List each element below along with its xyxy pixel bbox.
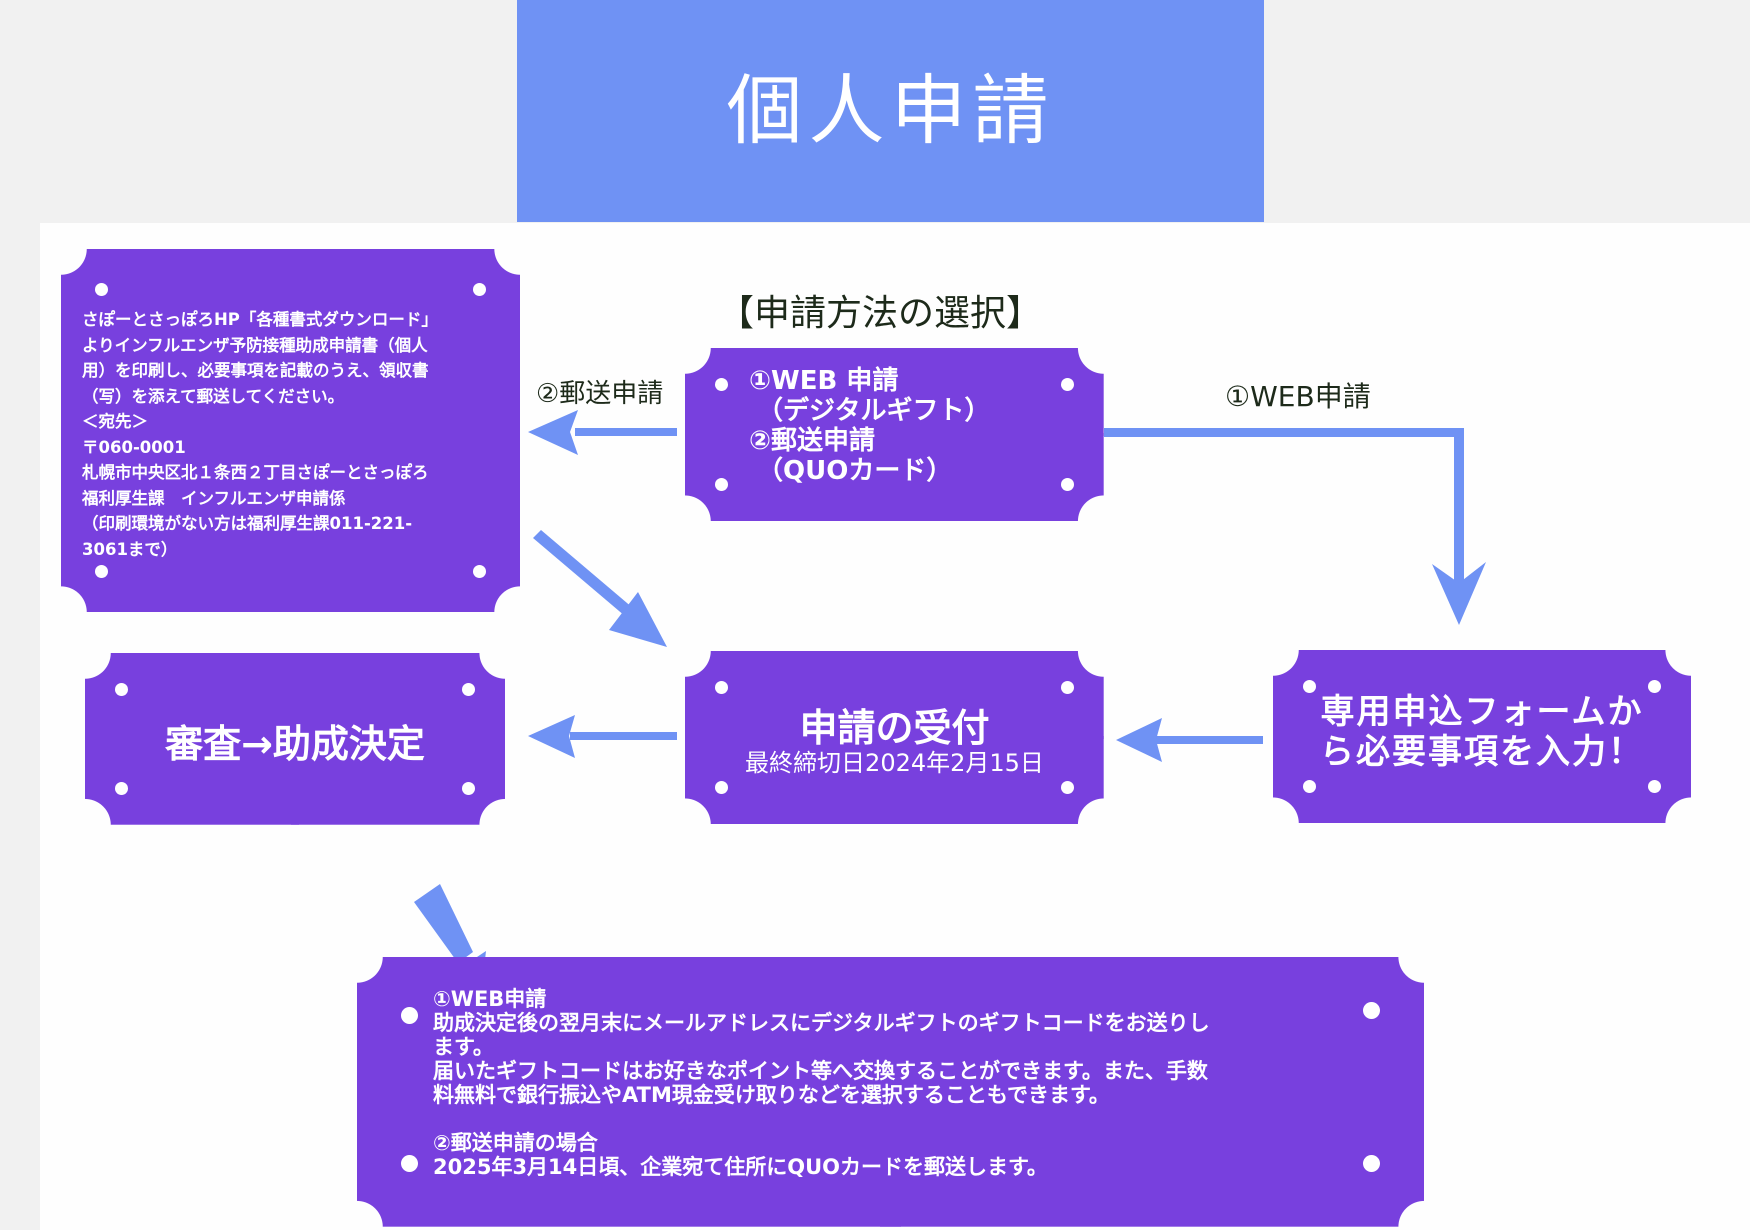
rivet-dot [473,565,486,578]
method-select-box: ①WEB 申請 （デジタルギフト） ②郵送申請 （QUOカード） [685,348,1104,521]
postal-instructions-box: さぽーとさっぽろHP「各種書式ダウンロード」 よりインフルエンザ予防接種助成申請… [61,249,520,612]
text-line: ら必要事項を入力！ [1320,732,1644,772]
option-web: ①WEB 申請 [749,366,899,396]
rivet-dot [1061,478,1074,491]
rivet-dot [1061,378,1074,391]
text-line: 届いたギフトコードはお好きなポイント等へ交換することができます。また、手数 [433,1059,1208,1083]
rivet-dot [715,478,728,491]
text-line: 2025年3月14日頃、企業宛て住所にQUOカードを郵送します。 [433,1155,1048,1179]
review-title: 審査→助成決定 [165,722,425,766]
rivet-dot [715,681,728,694]
result-web-heading: ①WEB申請 [433,987,547,1011]
text-line: 〒060-0001 [82,437,186,457]
rivet-dot [473,283,486,296]
text-line: ＜宛先＞ [82,412,148,431]
text-line: 用）を印刷し、必要事項を記載のうえ、領収書 [82,361,429,380]
text-line: ます。 [433,1035,494,1059]
reception-box: 申請の受付 最終締切日2024年2月15日 [685,651,1104,824]
rivet-dot [115,683,128,696]
text-line: 札幌市中央区北１条西２丁目さぽーとさっぽろ [82,463,429,482]
rivet-dot [1061,781,1074,794]
arrow-label-postal: ②郵送申請 [536,379,664,409]
rivet-dot [1648,780,1661,793]
rivet-dot [1363,1002,1380,1019]
rivet-dot [95,565,108,578]
result-postal-heading: ②郵送申請の場合 [433,1131,598,1155]
text-line: 料無料で銀行振込やATM現金受け取りなどを選択することもできます。 [433,1083,1110,1107]
option-postal: ②郵送申請 [749,426,876,456]
reception-deadline: 最終締切日2024年2月15日 [745,749,1044,777]
result-box: ①WEB申請 助成決定後の翌月末にメールアドレスにデジタルギフトのギフトコードを… [357,957,1424,1227]
method-select-text: ①WEB 申請 （デジタルギフト） ②郵送申請 （QUOカード） [749,366,990,486]
web-form-box: 専用申込フォームか ら必要事項を入力！ [1273,650,1691,823]
arrow-label-web: ①WEB申請 [1225,380,1371,413]
page-title: 個人申請 [726,66,1055,155]
rivet-dot [95,283,108,296]
header-banner: 個人申請 [517,0,1264,222]
rivet-dot [1303,780,1316,793]
text-line: （印刷環境がない方は福利厚生課011-221- [82,514,413,533]
rivet-dot [115,782,128,795]
spacer [433,1107,1210,1131]
rivet-dot [401,1007,418,1024]
rivet-dot [715,781,728,794]
option-postal-detail: （QUOカード） [757,456,953,486]
rivet-dot [1363,1155,1380,1172]
rivet-dot [1648,680,1661,693]
result-text: ①WEB申請 助成決定後の翌月末にメールアドレスにデジタルギフトのギフトコードを… [433,987,1210,1179]
web-form-text: 専用申込フォームか ら必要事項を入力！ [1273,692,1691,772]
rivet-dot [462,782,475,795]
option-web-detail: （デジタルギフト） [757,396,991,426]
section-title: 【申請方法の選択】 [718,293,1043,334]
text-line: 助成決定後の翌月末にメールアドレスにデジタルギフトのギフトコードをお送りし [433,1011,1210,1035]
postal-instructions-text: さぽーとさっぽろHP「各種書式ダウンロード」 よりインフルエンザ予防接種助成申請… [82,307,438,562]
text-line: （写）を添えて郵送してください。 [82,386,345,406]
rivet-dot [1303,680,1316,693]
text-line: 福利厚生課 インフルエンザ申請係 [82,488,346,508]
text-line: 専用申込フォームか [1320,692,1644,732]
rivet-dot [462,683,475,696]
text-line: さぽーとさっぽろHP「各種書式ダウンロード」 [82,310,438,329]
text-line: よりインフルエンザ予防接種助成申請書（個人 [82,335,428,355]
rivet-dot [401,1155,418,1172]
review-box: 審査→助成決定 [85,653,505,825]
rivet-dot [715,378,728,391]
rivet-dot [1061,681,1074,694]
reception-title: 申請の受付 [799,706,990,750]
text-line: 3061まで） [82,539,178,559]
